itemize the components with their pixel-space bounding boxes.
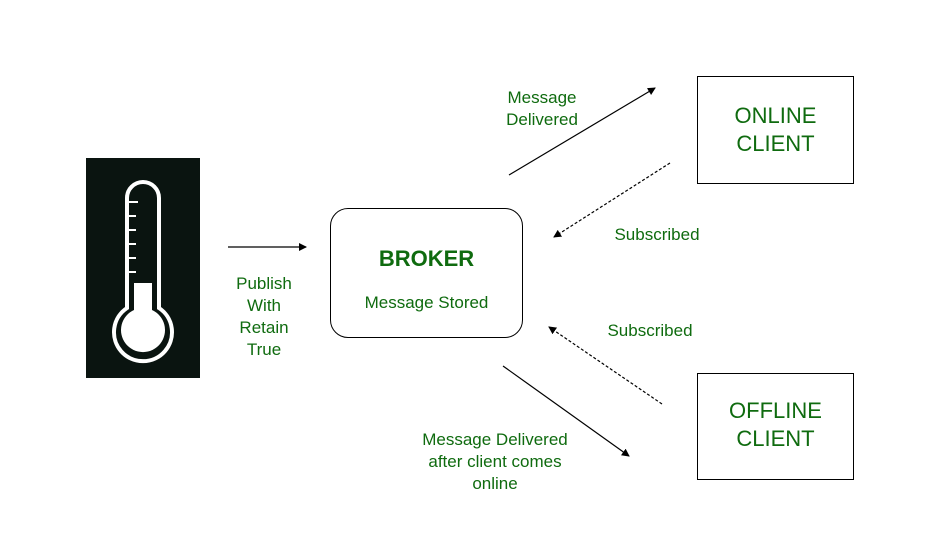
broker-title: BROKER	[378, 246, 475, 271]
thermometer-panel	[86, 158, 200, 378]
deliver-online-arrow	[508, 87, 656, 176]
delivered-offline-label: Message Delivered after client comes onl…	[422, 430, 568, 493]
subscribed-offline-label: Subscribed	[607, 321, 693, 340]
subscribed-online-label: Subscribed	[614, 225, 700, 244]
broker-subtitle: Message Stored	[364, 293, 489, 312]
offline-client-box: OFFLINE CLIENT	[697, 373, 854, 480]
offline-client-label: OFFLINE CLIENT	[729, 398, 822, 451]
online-client-box: ONLINE CLIENT	[697, 76, 854, 184]
broker-box: BROKER Message Stored	[330, 208, 523, 338]
subscribe-offline-arrow	[548, 326, 663, 405]
subscribe-online-arrow	[553, 162, 671, 238]
online-client-label: ONLINE CLIENT	[734, 103, 817, 156]
thermometer-icon	[112, 180, 174, 364]
delivered-online-label: Message Delivered	[506, 88, 578, 129]
deliver-offline-arrow	[502, 365, 630, 457]
publish-label: Publish With Retain True	[236, 274, 292, 359]
